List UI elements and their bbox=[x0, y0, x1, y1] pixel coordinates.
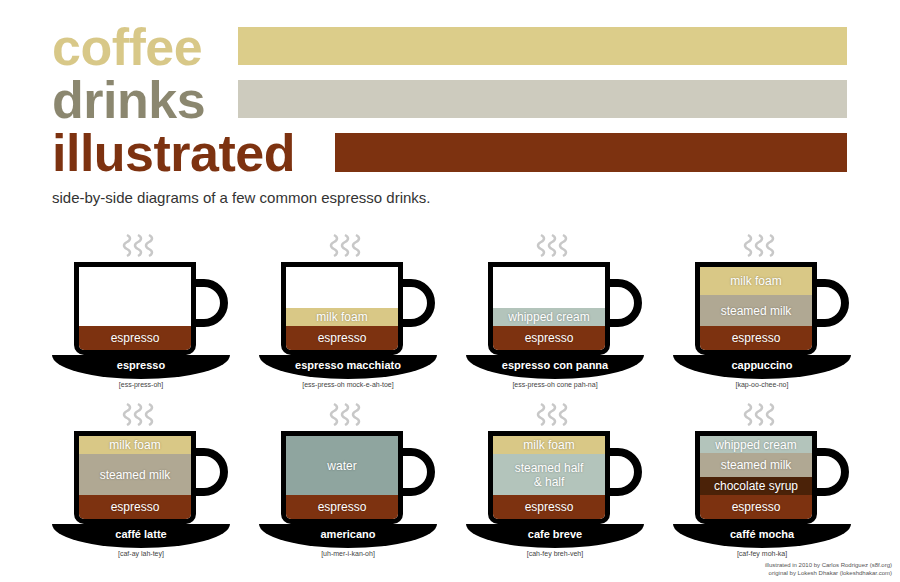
coffee-cup: whipped creamespressoespresso con panna[… bbox=[488, 262, 610, 355]
drink-name: cappuccino bbox=[673, 358, 851, 372]
cup-decoration bbox=[466, 404, 644, 548]
coffee-cup: milk foamsteamed milkespressocappuccino[… bbox=[695, 262, 817, 355]
drink-name: espresso macchiato bbox=[259, 358, 437, 372]
layer-label: espresso bbox=[525, 500, 574, 514]
drink-layer: water bbox=[286, 436, 398, 495]
layer-label: milk foam bbox=[730, 274, 781, 288]
pronunciation: [ess-press-oh mock-e-ah-toe] bbox=[259, 380, 437, 389]
cup-decoration bbox=[673, 235, 851, 379]
cup-decoration bbox=[52, 404, 230, 548]
drink-layer: steamed milk bbox=[700, 295, 812, 326]
pronunciation: [caf-ay lah-tey] bbox=[52, 549, 230, 558]
drink-layer: milk foam bbox=[79, 436, 191, 454]
layer-label: steamed half & half bbox=[509, 461, 589, 489]
cup-decoration bbox=[259, 404, 437, 548]
layer-label: espresso bbox=[732, 500, 781, 514]
drink-layer: steamed milk bbox=[79, 454, 191, 495]
layer-label: water bbox=[327, 459, 356, 473]
drink-layer: milk foam bbox=[286, 308, 398, 326]
pronunciation: [uh-mer-i-kan-oh] bbox=[259, 549, 437, 558]
coffee-cup: milk foamsteamed half & halfespressocafe… bbox=[488, 431, 610, 524]
drink-name: caffé mocha bbox=[673, 527, 851, 541]
layer-label: steamed milk bbox=[721, 304, 792, 318]
layer-label: milk foam bbox=[109, 438, 160, 452]
drink-layer: whipped cream bbox=[493, 308, 605, 326]
drink-layer: whipped cream bbox=[700, 436, 812, 453]
coffee-cup: whipped cream steamed milk chocolate syrup… bbox=[695, 431, 817, 524]
title-bar bbox=[238, 27, 847, 65]
layer-label: espresso bbox=[111, 500, 160, 514]
cup-decoration bbox=[673, 404, 851, 548]
drink-layer: espresso bbox=[286, 495, 398, 519]
layer-label: milk foam bbox=[316, 310, 367, 324]
drink-layer: steamed half & half bbox=[493, 454, 605, 495]
layer-label: espresso bbox=[525, 331, 574, 345]
layer-label: espresso bbox=[732, 331, 781, 345]
drink-layer: espresso bbox=[700, 326, 812, 350]
layer-label: espresso bbox=[111, 331, 160, 345]
drink-name: caffé latte bbox=[52, 527, 230, 541]
layer-label: whipped cream bbox=[715, 438, 796, 452]
cup-decoration bbox=[466, 235, 644, 379]
pronunciation: [kap-oo-chee-no] bbox=[673, 380, 851, 389]
title-bar bbox=[238, 80, 847, 118]
pronunciation: [ess-press-oh cone pah-na] bbox=[466, 380, 644, 389]
drink-name: americano bbox=[259, 527, 437, 541]
pronunciation: [ess-press-oh] bbox=[52, 380, 230, 389]
layer-label: chocolate syrup bbox=[714, 479, 798, 493]
credits: illustrated in 2010 by Carlos Rodriguez … bbox=[765, 561, 892, 577]
layer-label: espresso bbox=[318, 331, 367, 345]
layer-label: steamed milk bbox=[721, 458, 792, 472]
layer-label: espresso bbox=[318, 500, 367, 514]
coffee-cup: waterespressoamericano[uh-mer-i-kan-oh] bbox=[281, 431, 403, 524]
drink-layer: espresso bbox=[493, 326, 605, 350]
layer-label: whipped cream bbox=[508, 310, 589, 324]
drink-layer: espresso bbox=[493, 495, 605, 519]
layer-label: milk foam bbox=[523, 438, 574, 452]
cup-decoration bbox=[52, 235, 230, 379]
coffee-cup: milk foamsteamed milkespressocaffé latte… bbox=[74, 431, 196, 524]
title: coffee drinks illustrated bbox=[52, 21, 295, 180]
drink-layer: chocolate syrup bbox=[700, 477, 812, 495]
pronunciation: [caf-fey moh-ka] bbox=[673, 549, 851, 558]
layer-label: steamed milk bbox=[100, 468, 171, 482]
drink-layer: milk foam bbox=[700, 267, 812, 295]
drink-layer: milk foam bbox=[493, 436, 605, 454]
drink-layer: espresso bbox=[79, 495, 191, 519]
coffee-cup: espressoespresso[ess-press-oh] bbox=[74, 262, 196, 355]
caption: side-by-side diagrams of a few common es… bbox=[52, 189, 431, 207]
drink-name: espresso bbox=[52, 358, 230, 372]
drink-name: cafe breve bbox=[466, 527, 644, 541]
title-bar bbox=[335, 133, 847, 172]
credit-note: illustrated in 2010 by Carlos Rodriguez … bbox=[765, 561, 892, 569]
credit-note: original by Lokesh Dhakar (lokeshdhakar.… bbox=[765, 569, 892, 577]
drink-layer: steamed milk bbox=[700, 453, 812, 477]
drink-layer: espresso bbox=[286, 326, 398, 350]
drink-name: espresso con panna bbox=[466, 358, 644, 372]
cup-decoration bbox=[259, 235, 437, 379]
drink-layer: espresso bbox=[79, 326, 191, 350]
coffee-cup: milk foamespressoespresso macchiato[ess-… bbox=[281, 262, 403, 355]
drink-layer: espresso bbox=[700, 495, 812, 519]
pronunciation: [cah-fey breh-veh] bbox=[466, 549, 644, 558]
